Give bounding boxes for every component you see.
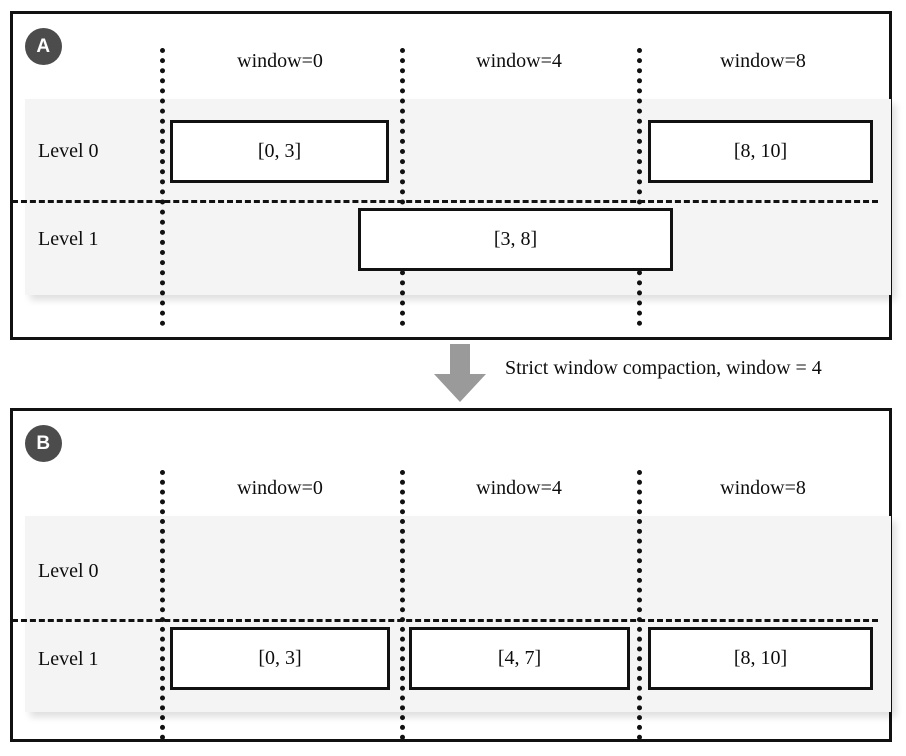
transition-region: Strict window compaction, window = 4 (0, 340, 906, 408)
panel-a-window-label-2: window=8 (720, 50, 806, 72)
panel-a-level-1-label: Level 1 (38, 228, 99, 250)
panel-a-run-box-0-3[interactable]: [0, 3] (170, 120, 389, 183)
panel-a-level-0-label: Level 0 (38, 140, 99, 162)
arrow-down-icon (428, 344, 492, 404)
panel-a-window-boundary-1 (400, 48, 405, 326)
panel-b-window-boundary-0 (160, 470, 165, 740)
panel-b-badge: B (25, 425, 62, 462)
panel-a-level-divider (12, 200, 878, 203)
panel-a-window-label-1: window=4 (476, 50, 562, 72)
panel-b-level-0-label: Level 0 (38, 560, 99, 582)
panel-b-level-divider (12, 619, 878, 622)
panel-a-window-boundary-0 (160, 48, 165, 326)
panel-a-window-boundary-2 (637, 48, 642, 326)
panel-a-window-label-0: window=0 (237, 50, 323, 72)
panel-a-run-box-8-10[interactable]: [8, 10] (648, 120, 873, 183)
panel-b-window-label-2: window=8 (720, 477, 806, 499)
panel-a-run-box-3-8[interactable]: [3, 8] (358, 208, 673, 271)
panel-a-badge: A (25, 28, 62, 65)
panel-b-run-box-4-7[interactable]: [4, 7] (409, 627, 630, 690)
panel-b-run-box-8-10[interactable]: [8, 10] (648, 627, 873, 690)
panel-b: B (10, 408, 892, 742)
panel-b-window-boundary-2 (637, 470, 642, 740)
transition-caption: Strict window compaction, window = 4 (505, 357, 822, 379)
panel-b-window-boundary-1 (400, 470, 405, 740)
panel-b-window-label-1: window=4 (476, 477, 562, 499)
panel-b-run-box-0-3[interactable]: [0, 3] (170, 627, 390, 690)
panel-b-window-label-0: window=0 (237, 477, 323, 499)
panel-b-level-1-label: Level 1 (38, 648, 99, 670)
